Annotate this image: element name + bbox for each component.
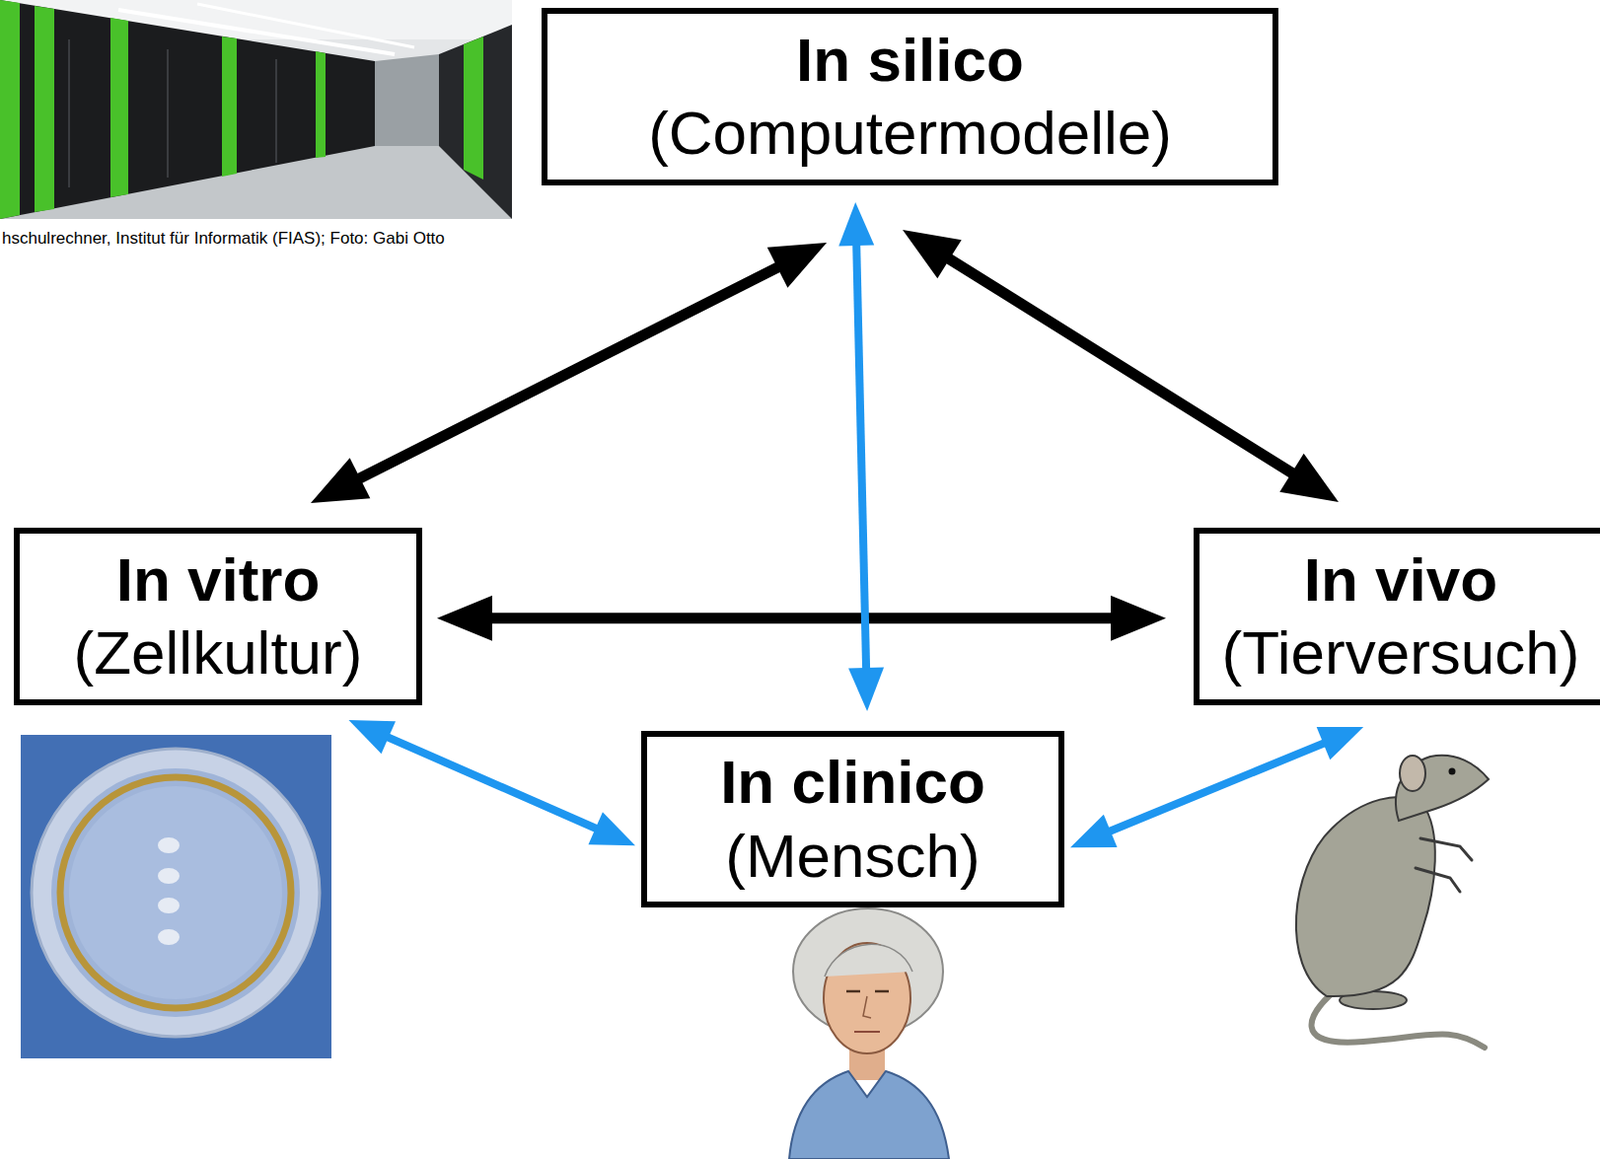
arrow-head [436,595,493,642]
rat-drawing [1296,755,1489,1048]
green-pillar [34,5,55,213]
node-box: In clinico(Mensch) [641,730,1065,908]
tissue-sample [157,929,180,946]
tissue-sample [157,897,180,914]
node-subtitle: (Tierversuch) [1222,616,1581,690]
server-racks [0,0,375,219]
rat-eye [1449,768,1456,776]
green-pillar [110,17,129,198]
arrow-shaft [376,731,608,834]
arrow-head [1070,814,1118,848]
arrow-head [348,720,396,754]
person-drawing [789,908,949,1159]
rack-seam [275,59,278,163]
arrow-head [310,457,370,504]
tissue-sample [157,868,180,884]
arrow-head [587,811,636,846]
connector-arrow [310,242,827,504]
node-box: In vivo(Tierversuch) [1193,527,1600,706]
node-title: In vitro [116,543,321,617]
arrow-head [902,229,962,279]
arrow-shaft [1097,738,1335,837]
connector-arrow [436,595,1166,642]
arrow-shaft [475,612,1128,624]
rat-arm [1420,838,1472,861]
arrow-head [848,667,884,712]
eye [874,990,889,994]
node-title: In clinico [720,745,986,819]
arrow-shaft [345,260,793,487]
green-pillar [315,51,326,158]
arrow-head [1110,595,1166,642]
rack-seam [166,49,169,178]
arrow-shaft [856,232,867,681]
server-racks [438,24,512,219]
node-subtitle: (Mensch) [725,819,980,893]
nose [863,996,872,1019]
green-pillar [0,0,20,219]
computer-photo [0,0,512,219]
arrow-shaft [935,250,1306,482]
arrow-head [838,202,874,246]
gold-ring [60,777,291,1009]
connector-arrow [902,229,1339,503]
rack-seam [68,39,71,188]
dish-rim [31,748,320,1037]
node-box: In vitro(Zellkultur) [13,527,423,706]
arrow-head [767,242,827,289]
hair-fringe [824,944,913,977]
corridor-end [374,54,439,146]
dish-medium [69,786,283,1000]
rat-ear [1399,755,1426,792]
node-title: In vivo [1304,543,1498,617]
node-box: In silico(Computermodelle) [541,7,1279,186]
node-title: In silico [796,23,1024,97]
rat-head [1395,755,1489,821]
rat-arm [1415,868,1460,892]
node-subtitle: (Zellkultur) [73,616,364,690]
connector-arrow [348,720,636,846]
arrow-head [1316,727,1365,760]
tissue-sample [157,837,180,854]
petri-dish [20,734,332,1059]
rat-body [1296,797,1436,997]
arrow-head [1279,453,1339,503]
dish-inner [51,768,300,1018]
photo-credit: hschulrechner, Institut für Informatik (… [1,228,445,249]
connector-arrow [838,202,884,712]
dish-background [20,734,332,1059]
shirt [789,1071,949,1159]
green-pillar [221,36,237,177]
connector-arrow [1070,727,1364,848]
node-subtitle: (Computermodelle) [648,96,1172,170]
mouth [854,1030,880,1033]
green-pillar [463,36,484,180]
eye [846,990,861,994]
photo-background [0,0,512,219]
